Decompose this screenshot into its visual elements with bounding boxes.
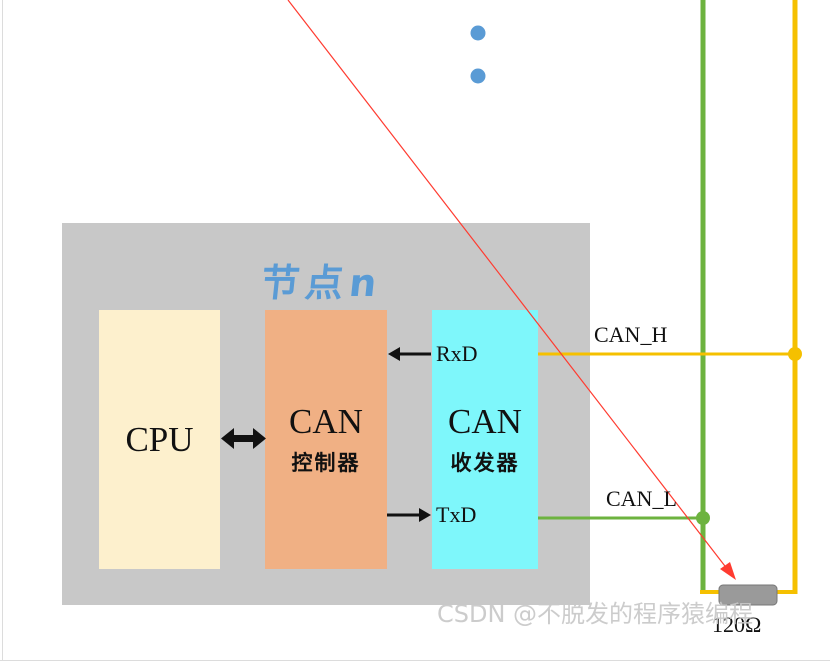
termination-resistor — [718, 584, 778, 606]
cpu-link-head-right — [253, 428, 266, 449]
can-transceiver-block: CAN 收发器 — [432, 310, 538, 569]
txd-label: TxD — [436, 502, 477, 527]
cpu-label: CPU — [125, 419, 194, 459]
frame-left-edge — [2, 0, 3, 660]
cpu-block: CPU — [99, 310, 220, 569]
annotation-arrow-line — [287, 0, 729, 571]
can-controller-label: CAN — [289, 401, 363, 441]
ellipsis-dot-2 — [470, 68, 486, 84]
watermark-text: CSDN @不脱发的程序猿编程 — [437, 600, 754, 628]
can-controller-block: CAN 控制器 — [265, 310, 387, 569]
txd-arrow-head — [419, 508, 431, 522]
can-transceiver-sublabel: 收发器 — [450, 450, 520, 475]
can-l-junction-dot — [696, 511, 710, 525]
annotation-arrow-head — [720, 562, 736, 580]
rxd-arrow-head — [388, 347, 400, 361]
cpu-link-head-left — [221, 428, 234, 449]
rxd-label: RxD — [436, 341, 478, 366]
can-l-label: CAN_L — [606, 486, 677, 511]
can-h-junction-dot — [788, 347, 802, 361]
can-h-label: CAN_H — [594, 322, 668, 347]
frame-bottom-edge — [0, 660, 830, 661]
cpu-link-shaft — [231, 435, 257, 442]
resistor-value-label: 120Ω — [712, 612, 762, 637]
can-controller-sublabel: 控制器 — [291, 450, 361, 475]
ellipsis-dot-1 — [470, 25, 486, 41]
can-transceiver-label: CAN — [448, 401, 522, 441]
